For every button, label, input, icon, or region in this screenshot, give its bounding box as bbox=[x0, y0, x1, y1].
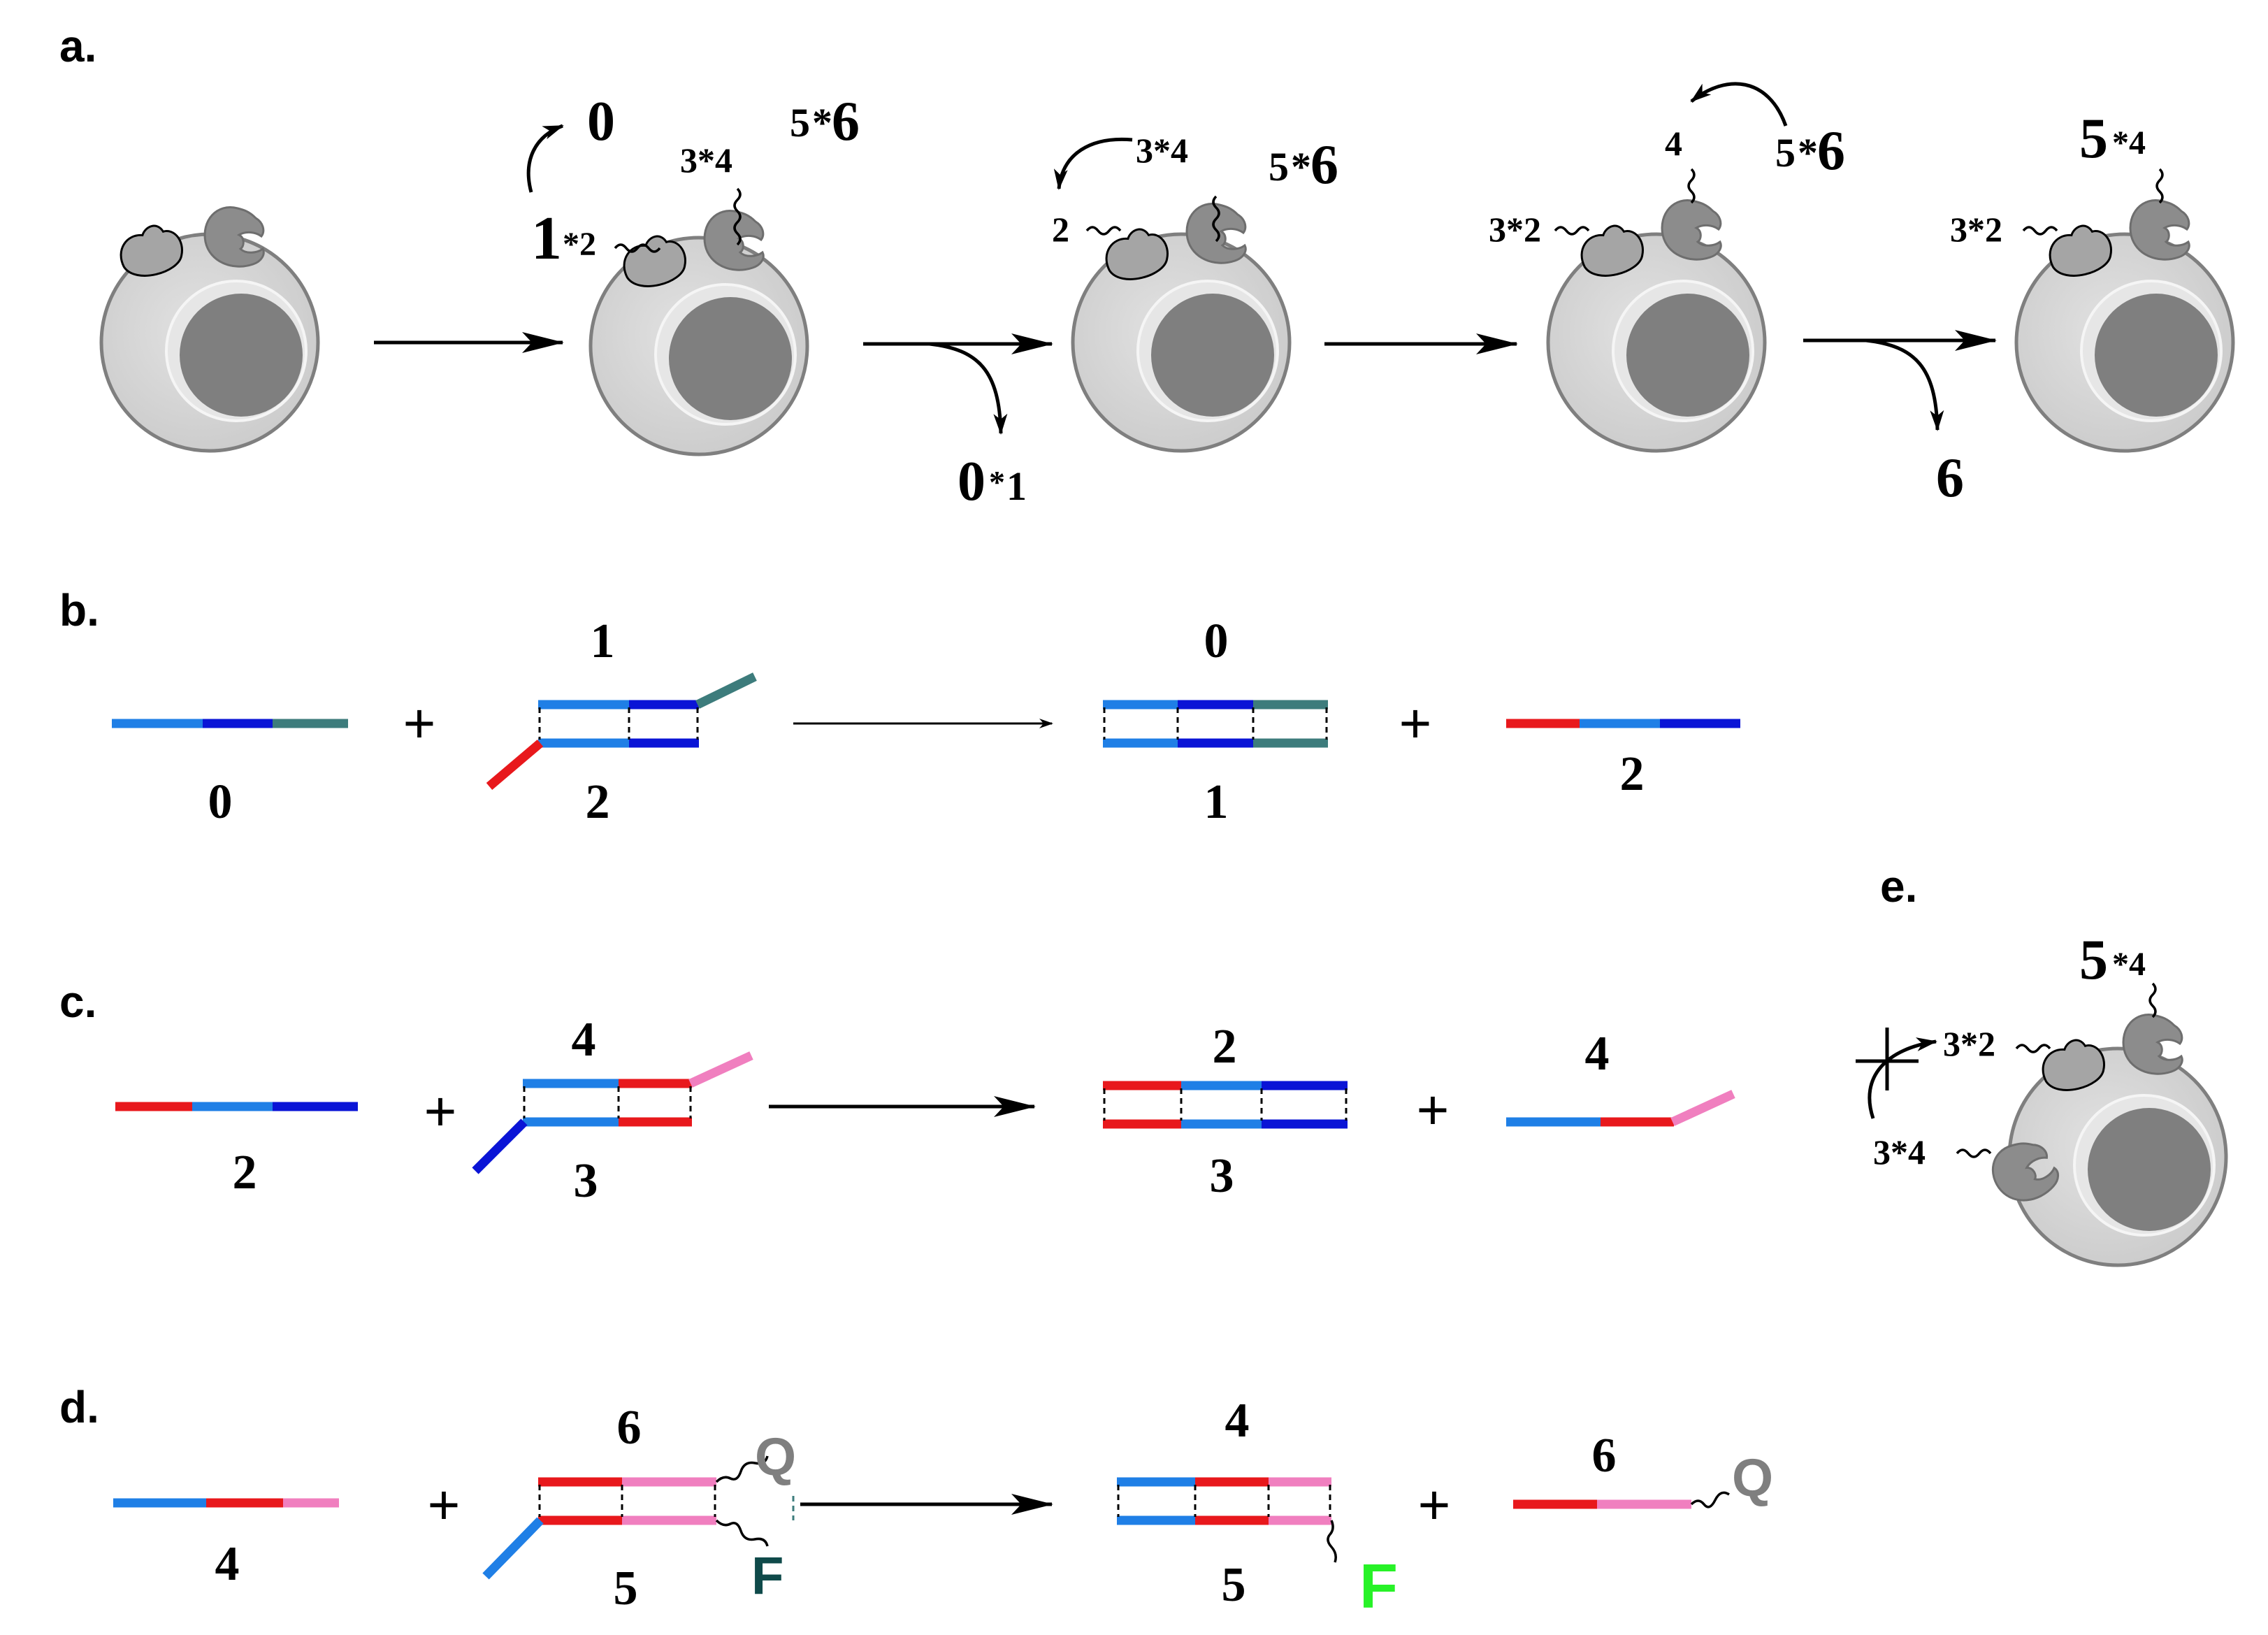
quencher-label: Q bbox=[755, 1427, 796, 1487]
probe-left-label: 2 bbox=[1052, 210, 1069, 249]
strand-4-label: 4 bbox=[1585, 1027, 1610, 1081]
strand-2-label: 2 bbox=[1620, 747, 1645, 801]
cell-5 bbox=[2016, 199, 2233, 451]
strand-4-label: 4 bbox=[215, 1537, 240, 1591]
probe-left-strand-1: 1 bbox=[531, 205, 562, 273]
wavy-linker-left bbox=[2022, 226, 2058, 236]
complex-top-label: 6 bbox=[617, 1401, 642, 1455]
free-complex-6: 6 bbox=[832, 91, 860, 152]
free-complex-5: 5 bbox=[1269, 144, 1289, 189]
quencher-label: Q bbox=[1732, 1448, 1773, 1508]
fluorophore-label: F bbox=[751, 1546, 783, 1606]
probe-top-strand-rest: *4 bbox=[2112, 946, 2146, 983]
cell-3 bbox=[1073, 203, 1290, 451]
cell-4 bbox=[1548, 199, 1765, 451]
plus-sign: + bbox=[1418, 1474, 1451, 1536]
complex-top-label: 4 bbox=[572, 1013, 596, 1067]
product-bottom-label: 3 bbox=[1210, 1149, 1234, 1203]
probe-lower-label: 3*4 bbox=[1873, 1132, 1926, 1172]
waste-star: * bbox=[989, 464, 1005, 500]
released-strand-0: 0 bbox=[587, 91, 615, 152]
blocked-arrow bbox=[1868, 1037, 1937, 1119]
wavy-linker-left bbox=[1085, 226, 1122, 236]
antibody bbox=[1661, 199, 1722, 261]
panel-d-label: d. bbox=[59, 1382, 99, 1432]
probe-top-label: 4 bbox=[1665, 124, 1682, 163]
wavy-linker-left bbox=[1554, 226, 1590, 236]
fluorophore-active-label: F bbox=[1359, 1552, 1398, 1622]
product-top-label: 0 bbox=[1204, 614, 1229, 668]
complex-5-6 bbox=[482, 1455, 795, 1580]
antibody bbox=[2129, 199, 2190, 261]
waste-strand-6: 6 bbox=[1936, 447, 1964, 509]
probe-top-label: 3*4 bbox=[1136, 131, 1188, 170]
bind-arrow bbox=[1053, 137, 1133, 190]
waste-arrow-2 bbox=[1865, 338, 1944, 431]
strand-6 bbox=[1513, 1491, 1730, 1509]
antibody bbox=[1185, 203, 1247, 264]
panel-b-label: b. bbox=[59, 585, 99, 635]
plus-sign: + bbox=[403, 692, 436, 754]
free-complex-star: * bbox=[1291, 144, 1311, 189]
complex-bottom-label: 3 bbox=[574, 1154, 598, 1208]
complex-4-5 bbox=[1117, 1477, 1337, 1563]
panel-a-label: a. bbox=[59, 21, 96, 71]
cell-e bbox=[1982, 1014, 2226, 1265]
free-complex-star: * bbox=[1798, 130, 1818, 175]
probe-left-strand-2: *2 bbox=[563, 226, 596, 263]
plus-sign: + bbox=[428, 1474, 461, 1536]
product-top-label: 2 bbox=[1213, 1020, 1237, 1074]
waste-strand-1: 1 bbox=[1006, 463, 1027, 509]
wavy-linker-top bbox=[733, 187, 742, 246]
probe-top-label: 3*4 bbox=[680, 141, 732, 180]
cell-1 bbox=[101, 206, 318, 451]
complex-top-label: 1 bbox=[591, 614, 615, 668]
free-complex-6: 6 bbox=[1310, 134, 1338, 196]
wavy-linker-top bbox=[2148, 982, 2157, 1018]
plus-sign: + bbox=[424, 1080, 457, 1142]
wavy-linker-top bbox=[1687, 168, 1696, 204]
probe-left-label: 3*2 bbox=[1489, 210, 1541, 249]
wavy-linker-top bbox=[2155, 168, 2164, 204]
complex-2-3 bbox=[1103, 1081, 1348, 1129]
panel-c-label: c. bbox=[59, 977, 96, 1027]
wavy-linker-left bbox=[614, 243, 661, 253]
wavy-linker-lower bbox=[1956, 1148, 1992, 1158]
antibody bbox=[703, 210, 765, 271]
strand-6-label: 6 bbox=[1592, 1429, 1617, 1483]
product-bottom-label: 1 bbox=[1204, 775, 1229, 829]
free-complex-star: * bbox=[812, 100, 832, 145]
free-complex-6: 6 bbox=[1817, 120, 1845, 182]
complex-3-4 bbox=[472, 1051, 753, 1174]
plus-sign: + bbox=[1417, 1079, 1450, 1141]
free-complex-5: 5 bbox=[790, 100, 810, 145]
product-top-label: 4 bbox=[1225, 1394, 1250, 1448]
wavy-linker-top bbox=[1212, 195, 1220, 243]
strand-2-label: 2 bbox=[233, 1146, 257, 1200]
waste-strand-0: 0 bbox=[958, 451, 985, 512]
probe-left-label: 3*2 bbox=[1950, 210, 2002, 249]
probe-top-strand-rest: *4 bbox=[2112, 124, 2146, 161]
antibody bbox=[203, 206, 265, 268]
product-bottom-label: 5 bbox=[1222, 1558, 1246, 1612]
plus-sign: + bbox=[1399, 692, 1432, 754]
complex-bottom-label: 5 bbox=[614, 1562, 638, 1615]
complex-0-1 bbox=[1103, 700, 1328, 748]
bind-arrow bbox=[1690, 82, 1788, 127]
antibody bbox=[2122, 1014, 2183, 1075]
wavy-linker-left bbox=[2015, 1044, 2051, 1053]
release-arrow bbox=[526, 124, 564, 193]
free-complex-5: 5 bbox=[1775, 130, 1796, 175]
probe-top-strand-5: 5 bbox=[2079, 106, 2108, 170]
complex-1-2 bbox=[486, 672, 757, 790]
probe-left-label: 3*2 bbox=[1943, 1024, 1995, 1063]
cell-2 bbox=[591, 210, 807, 454]
strand-4 bbox=[1506, 1090, 1735, 1127]
strand-0-label: 0 bbox=[208, 775, 233, 829]
panel-e-label: e. bbox=[1880, 861, 1917, 912]
waste-arrow-1 bbox=[929, 342, 1008, 435]
complex-bottom-label: 2 bbox=[586, 775, 610, 829]
probe-top-strand-5: 5 bbox=[2079, 928, 2108, 991]
